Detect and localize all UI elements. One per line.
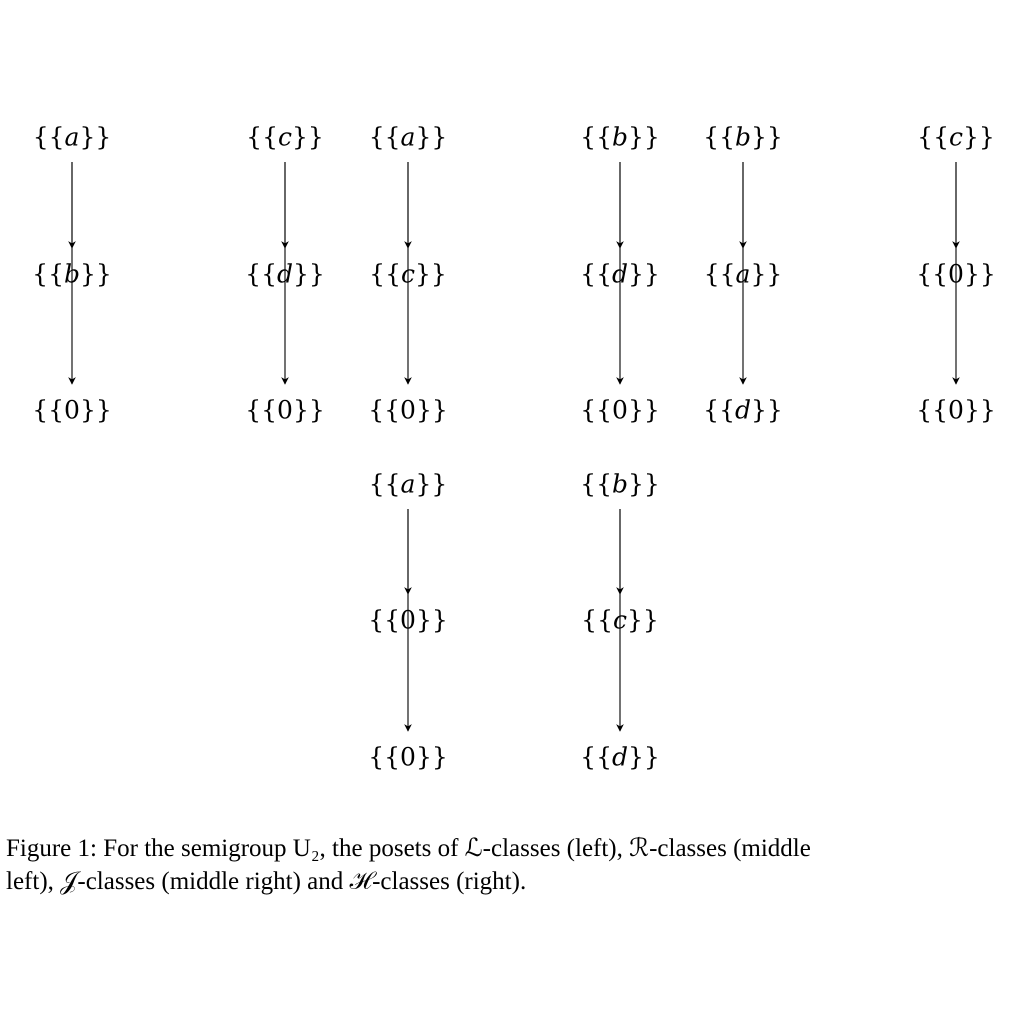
node-l1-1: {{a}} — [32, 122, 112, 152]
node-h2-3: {{0}} — [916, 395, 996, 425]
node-h1-2: {{a}} — [703, 259, 783, 289]
node-h2-2: {{0}} — [916, 259, 996, 289]
node-r1-2: {{c}} — [369, 259, 447, 289]
node-l1-3: {{0}} — [32, 395, 112, 425]
node-r2-1: {{b}} — [580, 122, 660, 152]
figure-caption: Figure 1: For the semigroup U₂, the pose… — [6, 832, 1018, 898]
node-j2-3: {{d}} — [580, 742, 660, 772]
node-h1-3: {{d}} — [703, 395, 783, 425]
node-l2-2: {{d}} — [245, 259, 325, 289]
node-h2-1: {{c}} — [917, 122, 995, 152]
node-h1-1: {{b}} — [703, 122, 783, 152]
poset-diagrams — [68, 162, 960, 732]
node-j2-1: {{b}} — [580, 469, 660, 499]
node-l1-2: {{b}} — [32, 259, 112, 289]
node-l2-1: {{c}} — [246, 122, 324, 152]
node-l2-3: {{0}} — [245, 395, 325, 425]
node-j1-2: {{0}} — [368, 605, 448, 635]
caption-line-2: left), 𝒥-classes (middle right) and ℋ-cl… — [6, 868, 527, 895]
node-j1-3: {{0}} — [368, 742, 448, 772]
caption-line-1: Figure 1: For the semigroup U₂, the pose… — [6, 835, 811, 862]
node-r2-2: {{d}} — [580, 259, 660, 289]
node-j2-2: {{c}} — [581, 605, 659, 635]
node-j1-1: {{a}} — [368, 469, 448, 499]
node-r1-3: {{0}} — [368, 395, 448, 425]
node-r2-3: {{0}} — [580, 395, 660, 425]
node-r1-1: {{a}} — [368, 122, 448, 152]
